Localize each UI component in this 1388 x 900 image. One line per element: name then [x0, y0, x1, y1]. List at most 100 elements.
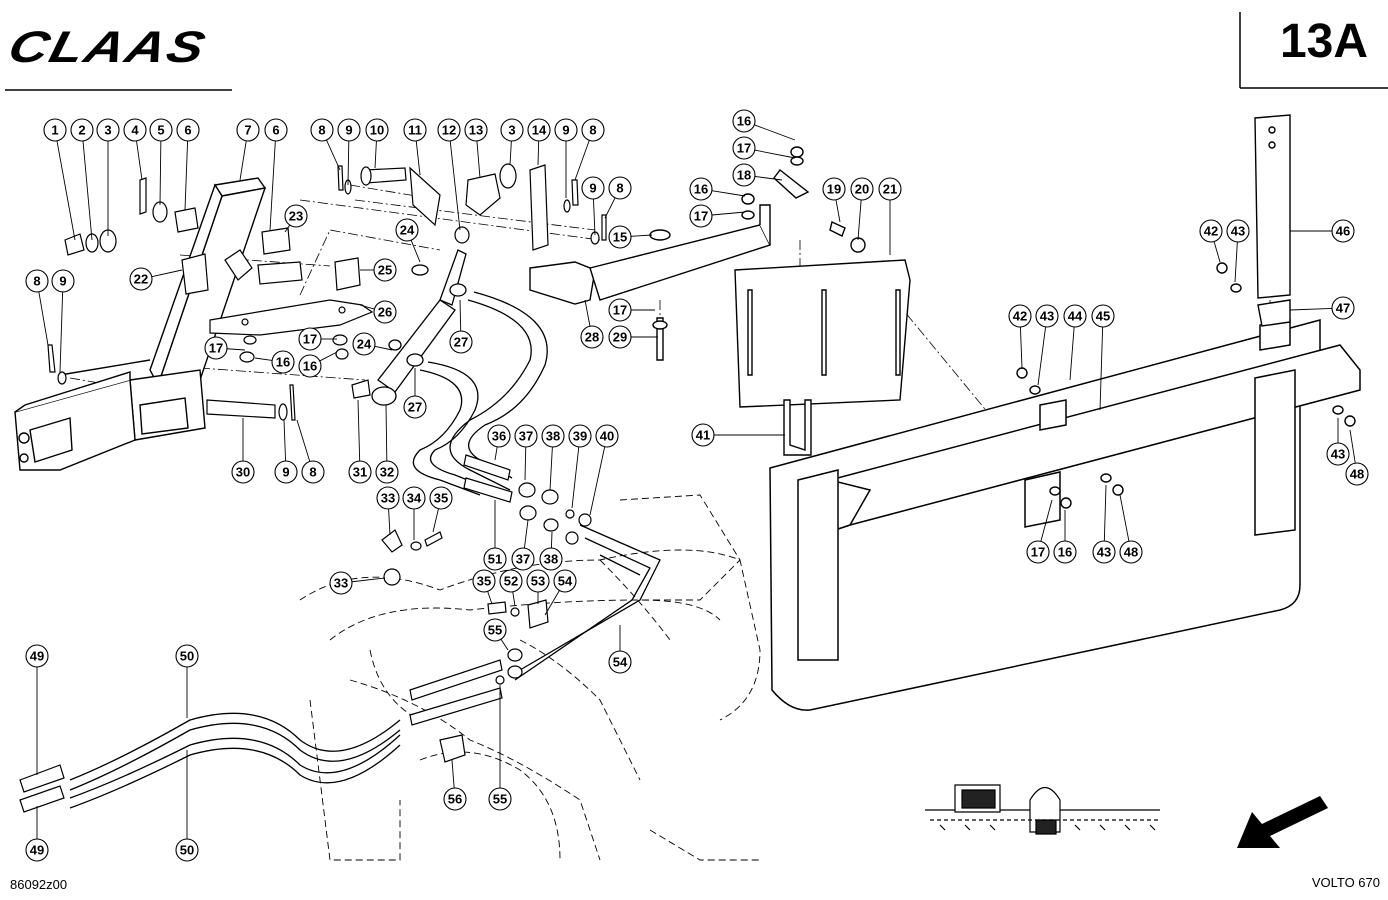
callout-bubble: [348, 460, 372, 484]
callout-number: 37: [519, 429, 533, 444]
callout-leader: [537, 140, 540, 166]
callout-leader: [374, 140, 377, 169]
callout-number: 10: [370, 123, 384, 138]
callout-number: 23: [289, 209, 303, 224]
callout-bubble: [352, 332, 376, 356]
callout-bubble: [499, 569, 523, 593]
callout-bubble: [375, 460, 399, 484]
callout-bubble: [310, 118, 334, 142]
callout-leader: [56, 140, 76, 241]
callout-bubble: [1053, 540, 1077, 564]
callout-bubble: [429, 486, 453, 510]
callout-49: 49: [25, 806, 49, 862]
callout-number: 25: [378, 263, 392, 278]
callout-leader: [351, 577, 386, 583]
callout-3: 3: [500, 118, 524, 166]
callout-21: 21: [878, 177, 902, 255]
callout-17: 17: [689, 204, 746, 228]
callout-number: 54: [558, 574, 573, 589]
callout-leader: [159, 140, 162, 206]
callout-31: 31: [348, 399, 372, 484]
callout-number: 26: [378, 305, 392, 320]
callout-bubble: [25, 838, 49, 862]
callout-17: 17: [204, 336, 246, 360]
callout-bubble: [527, 118, 551, 142]
callout-8: 8: [296, 419, 325, 484]
callout-number: 24: [357, 337, 372, 352]
callout-leader: [604, 197, 616, 219]
callout-bubble: [878, 177, 902, 201]
callout-number: 35: [477, 574, 491, 589]
callout-bubble: [689, 204, 713, 228]
callout-bubble: [149, 118, 173, 142]
callout-number: 50: [180, 649, 194, 664]
main-frame-bracket: [14, 177, 267, 471]
hydraulic-hoses: [69, 291, 661, 809]
callout-leader: [283, 419, 287, 462]
callout-leader: [476, 140, 481, 179]
callout-number: 17: [1031, 545, 1045, 560]
callout-42: 42: [1008, 304, 1032, 369]
callout-leader: [357, 399, 361, 462]
callout-bubble: [373, 300, 397, 324]
callout-number: 20: [855, 182, 869, 197]
callout-17: 17: [608, 298, 655, 322]
callout-bubble: [1226, 219, 1250, 243]
small-parts-top-middle: [360, 163, 607, 251]
callout-bubble: [231, 460, 255, 484]
callout-number: 9: [282, 465, 289, 480]
callout-leader: [593, 198, 596, 236]
callout-number: 33: [334, 576, 348, 591]
callout-leader: [1069, 326, 1075, 381]
callout-leader: [754, 175, 783, 181]
callout-43: 43: [1092, 484, 1116, 564]
callout-bubble: [689, 177, 713, 201]
callout-number: 47: [1336, 301, 1350, 316]
model-name: VOLTO 670: [1311, 875, 1380, 890]
callout-bubble: [236, 118, 260, 142]
callout-14: 14: [527, 118, 551, 166]
callout-32: 32: [375, 404, 399, 484]
callout-number: 28: [585, 330, 599, 345]
callout-leader: [1103, 484, 1107, 542]
callout-number: 8: [33, 274, 40, 289]
callout-6: 6: [264, 118, 288, 231]
callout-2: 2: [70, 118, 94, 241]
callout-bubble: [541, 424, 565, 448]
callout-number: 27: [408, 400, 422, 415]
callout-11: 11: [403, 118, 427, 176]
callout-number: 48: [1350, 467, 1364, 482]
callout-16: 16: [689, 177, 746, 201]
callout-39: 39: [568, 424, 592, 509]
callout-bubble: [176, 118, 200, 142]
callout-number: 9: [345, 123, 352, 138]
callout-43: 43: [1035, 304, 1059, 386]
callout-leader: [415, 140, 421, 176]
callout-24: 24: [352, 332, 393, 356]
callout-9: 9: [274, 419, 298, 484]
callout-bubble: [25, 269, 49, 293]
callout-leader: [451, 759, 455, 789]
callout-number: 17: [694, 209, 708, 224]
callout-number: 32: [380, 465, 394, 480]
callout-number: 54: [613, 655, 628, 670]
callout-bubble: [483, 547, 507, 571]
callout-number: 9: [59, 274, 66, 289]
callout-bubble: [403, 395, 427, 419]
callout-22: 22: [129, 267, 183, 291]
callout-number: 56: [448, 792, 462, 807]
callout-bubble: [580, 325, 604, 349]
callout-leader: [1040, 499, 1053, 542]
callout-27: 27: [403, 368, 427, 419]
callout-leader: [589, 446, 606, 516]
callout-number: 38: [546, 429, 560, 444]
callout-bubble: [51, 269, 75, 293]
callout-7: 7: [236, 118, 260, 181]
callout-24: 24: [395, 218, 421, 263]
callout-52: 52: [499, 569, 523, 607]
callout-leader: [269, 140, 276, 231]
callout-number: 38: [544, 552, 558, 567]
callout-bubble: [483, 618, 507, 642]
callout-bubble: [1063, 304, 1087, 328]
callout-50: 50: [175, 644, 199, 718]
